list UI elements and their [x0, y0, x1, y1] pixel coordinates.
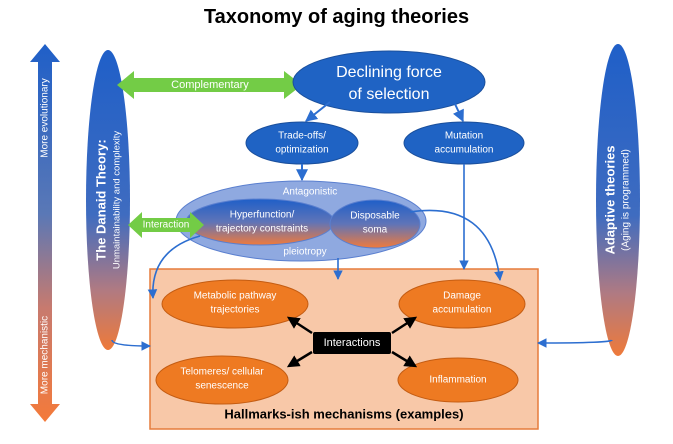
telomeres-line2: senescence: [195, 381, 249, 392]
damage-line1: Damage: [443, 291, 481, 302]
arrow-disposable-to-damage: [409, 209, 504, 281]
metabolic-line2: trajectories: [211, 305, 260, 316]
interaction-arrow-to-metabolic: [286, 316, 313, 335]
mutation-line2: accumulation: [435, 145, 494, 156]
antagonistic-label: Antagonistic: [283, 187, 337, 198]
hyperfunction-line2: trajectory constraints: [216, 224, 308, 235]
metabolic-pathway-node: [161, 279, 309, 329]
danaid-theory-ellipse: [86, 50, 130, 350]
hyperfunction-line1: Hyperfunction/: [230, 210, 295, 221]
damage-accumulation-node: [398, 279, 526, 329]
danaid-theory-title: The Danaid Theory:: [93, 139, 108, 260]
interaction-arrow-to-damage: [391, 316, 418, 335]
inflammation-label: Inflammation: [429, 375, 486, 386]
arrow-danaid-to-box: [111, 339, 151, 351]
more-mechanistic-label: More mechanistic: [40, 316, 51, 394]
interaction-arrow-to-telomeres: [286, 350, 313, 368]
interaction-arrow-to-inflammation: [391, 350, 418, 368]
damage-line2: accumulation: [433, 305, 492, 316]
telomeres-line1: Telomeres/ cellular: [180, 367, 264, 378]
disposable-line1: Disposable: [350, 211, 400, 222]
mutation-line1: Mutation: [445, 131, 483, 142]
adaptive-theories-subtitle: (Aging is programmed): [621, 149, 632, 251]
arrow-declining-to-mutation: [452, 103, 464, 123]
danaid-theory-subtitle: Unmaintainability and complexity: [112, 131, 123, 270]
telomeres-node: [155, 355, 289, 405]
disposable-line2: soma: [363, 225, 388, 236]
page-title: Taxonomy of aging theories: [203, 6, 470, 28]
disposable-soma-node: [329, 199, 421, 249]
evolutionary-mechanistic-axis-arrow: [30, 44, 60, 422]
inflammation-node: [397, 357, 519, 403]
tradeoffs-node: [245, 121, 359, 165]
arrow-hyperfunction-to-metabolic: [147, 235, 201, 299]
arrow-declining-to-tradeoffs: [305, 101, 331, 122]
hyperfunction-node: [185, 198, 335, 246]
interaction-arrow: [128, 212, 204, 238]
adaptive-theories-ellipse: [596, 44, 640, 356]
tradeoffs-line2: optimization: [275, 145, 328, 156]
pleiotropy-label: pleiotropy: [283, 247, 326, 258]
arrow-adaptive-to-box: [537, 338, 613, 348]
metabolic-line1: Metabolic pathway: [194, 291, 277, 302]
declining-force-line2: of selection: [349, 86, 430, 103]
more-evolutionary-label: More evolutionary: [40, 78, 51, 157]
declining-force-node: [292, 50, 486, 114]
interactions-label: Interactions: [324, 337, 381, 349]
complementary-arrow: [117, 71, 302, 99]
mutation-accumulation-node: [403, 121, 525, 165]
hallmarks-caption: Hallmarks-ish mechanisms (examples): [224, 406, 463, 421]
tradeoffs-line1: Trade-offs/: [278, 131, 326, 142]
complementary-label: Complementary: [171, 79, 249, 91]
adaptive-theories-title: Adaptive theories: [602, 145, 617, 254]
interactions-box: [313, 332, 391, 354]
interaction-label: Interaction: [143, 220, 190, 231]
declining-force-line1: Declining force: [336, 64, 442, 81]
